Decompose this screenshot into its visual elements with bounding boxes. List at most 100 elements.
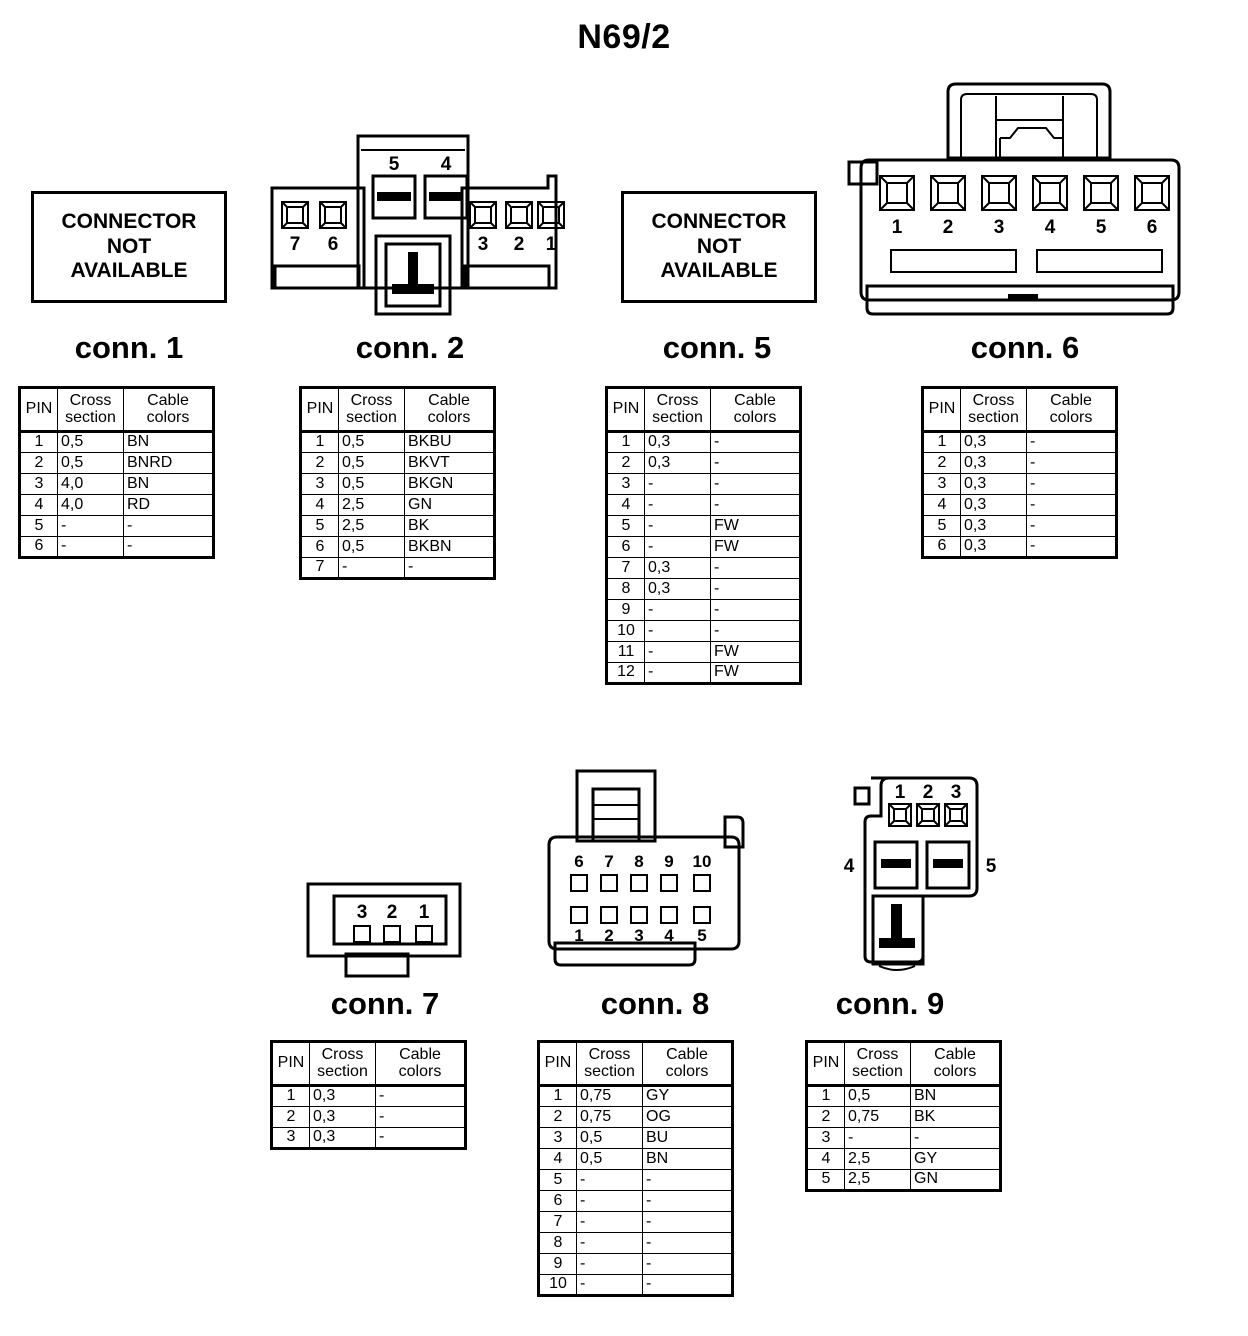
cell-cable-colors: - [642,1253,733,1275]
conn8-pin-4 [660,906,678,924]
cell-cross-section: - [644,662,711,684]
th-cable-colors: Cable colors [910,1041,1001,1087]
cell-cross-section: 0,3 [644,452,711,474]
th-pin: PIN [19,387,58,433]
table-row: 5-FW [606,515,801,537]
table-row: 11-FW [606,641,801,663]
cell-cable-colors: - [642,1211,733,1233]
cell-pin: 6 [300,536,339,558]
cell-cross-section: - [576,1211,643,1233]
th-cable-line1: Cable [399,1046,441,1064]
th-cross-section: Cross section [576,1041,643,1087]
cell-cross-section: 0,3 [309,1085,376,1107]
cell-cable-colors: BK [404,515,495,537]
conn8-pin-10 [693,874,711,892]
cell-cross-section: 0,3 [960,494,1027,516]
cell-cross-section: 0,5 [576,1148,643,1170]
cell-cable-colors: - [1026,494,1117,516]
table-row: 5-- [538,1169,733,1191]
conn7-pin-2 [383,925,401,943]
cell-cross-section: 2,5 [844,1148,911,1170]
cell-cable-colors: BKBU [404,431,495,453]
conn8-pin-label-5: 5 [697,926,706,945]
na-line-2: NOT [106,234,152,258]
conn6-pin-3 [981,175,1017,211]
conn8-pin-label-9: 9 [664,852,673,871]
connector-2-drawing: 5 4 7 6 3 2 1 [258,128,568,318]
conn8-pin-label-3: 3 [634,926,643,945]
na-line-1: CONNECTOR [61,209,197,233]
th-cross-line2: section [652,408,703,426]
conn9-pin-label-3: 3 [951,782,962,803]
cell-cross-section: 0,3 [960,536,1027,558]
th-cable-line2: colors [146,408,190,426]
conn6-pin-2 [930,175,966,211]
conn2-pin-7 [281,201,309,229]
conn2-pin-label-1: 1 [546,234,557,255]
cell-cross-section: 0,3 [644,557,711,579]
connector-1-not-available-box: CONNECTOR NOT AVAILABLE [31,191,227,303]
table-row: 12-FW [606,662,801,684]
cell-pin: 5 [806,1169,845,1191]
cell-pin: 3 [606,473,645,495]
th-cable-line1: Cable [428,392,470,410]
conn2-pin-1 [537,201,565,229]
cell-pin: 4 [19,494,58,516]
th-cable-line2: colors [398,1062,442,1080]
th-cable-line1: Cable [666,1046,708,1064]
table-row: 9-- [606,599,801,621]
th-cable-line2: colors [427,408,471,426]
na-line-3: AVAILABLE [70,259,188,283]
th-cross-line1: Cross [350,392,393,410]
cell-cross-section: - [576,1169,643,1191]
th-cable-line2: colors [733,408,777,426]
cell-cross-section: 0,5 [844,1085,911,1107]
cell-cross-section: 0,3 [644,578,711,600]
cell-pin: 6 [606,536,645,558]
cell-pin: 7 [300,557,339,579]
conn6-pin-4 [1032,175,1068,211]
cell-cable-colors: - [375,1106,466,1128]
cell-cross-section: 0,3 [960,431,1027,453]
cell-pin: 10 [606,620,645,642]
th-cross-section: Cross section [309,1041,376,1087]
table-row: 6-- [538,1190,733,1212]
conn8-pin-8 [630,874,648,892]
th-pin: PIN [300,387,339,433]
cell-cross-section: 0,3 [309,1106,376,1128]
cell-pin: 2 [538,1106,577,1128]
table-row: 3-- [606,473,801,495]
cell-cable-colors: BN [910,1085,1001,1107]
cell-cable-colors: - [1026,536,1117,558]
cell-cable-colors: BN [642,1148,733,1170]
cell-pin: 1 [19,431,58,453]
table-row: 8-- [538,1232,733,1254]
cell-pin: 3 [806,1127,845,1149]
cell-pin: 5 [922,515,961,537]
connector-6-drawing: 1 2 3 4 5 6 [845,78,1195,318]
cell-cross-section: 0,3 [960,515,1027,537]
th-cable-colors: Cable colors [710,387,801,433]
cell-pin: 6 [19,536,58,558]
table-row: 6-FW [606,536,801,558]
conn8-pin-label-10: 10 [693,852,712,871]
connector-2-caption: conn. 2 [355,330,465,365]
cell-cable-colors: BK [910,1106,1001,1128]
cell-pin: 6 [922,536,961,558]
cell-cross-section: 0,75 [576,1106,643,1128]
th-cable-colors: Cable colors [123,387,214,433]
cell-cable-colors: BU [642,1127,733,1149]
cell-pin: 6 [538,1190,577,1212]
